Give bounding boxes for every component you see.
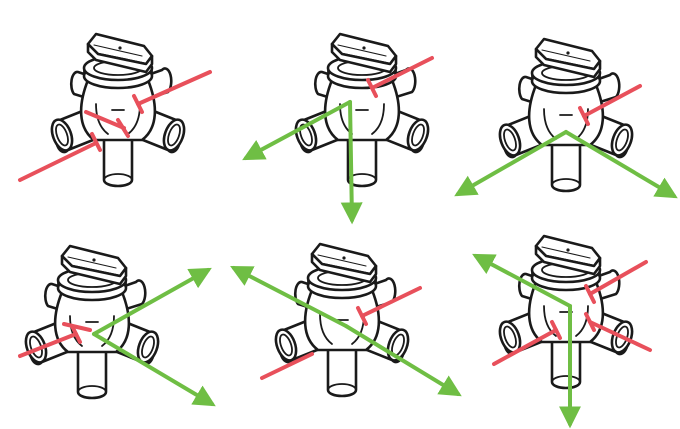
blocked-bar-left-4 [70, 324, 82, 344]
blocked-port-left-5 [260, 352, 314, 380]
blocked-bar-left-6 [550, 320, 562, 340]
blocked-port-center-1 [84, 110, 126, 130]
open-arrow-downright-4 [92, 332, 216, 407]
blocked-port-top-5 [360, 286, 422, 318]
blocked-port-right-6 [588, 320, 652, 352]
valve-panel-5 [230, 242, 462, 398]
valve-panel-1 [18, 32, 212, 188]
open-arrow-topleft-6 [472, 253, 572, 308]
blocked-port-left-6 [492, 328, 558, 366]
valve-body-5 [270, 242, 414, 398]
valve-body-3 [494, 37, 638, 193]
open-arrow-right-3 [564, 130, 678, 199]
flow-markers-6 [472, 253, 652, 429]
blocked-bar-right-6 [584, 312, 596, 332]
flow-markers-5 [230, 265, 462, 397]
blocked-port-top-6 [588, 260, 648, 296]
open-arrow-left-3 [454, 130, 568, 197]
blocked-bar-left-1 [90, 132, 102, 152]
valve-panel-2 [242, 32, 434, 225]
blocked-bar-top-5 [356, 306, 368, 326]
valve-body-4 [20, 244, 164, 400]
open-arrow-down-2 [340, 100, 363, 225]
blocked-port-back-1 [136, 70, 212, 106]
flow-markers-3 [454, 84, 678, 199]
valve-body-1 [46, 32, 190, 188]
flow-markers-1 [18, 70, 212, 182]
blocked-bar-top-2 [366, 78, 378, 98]
blocked-bar-back-1 [132, 94, 144, 114]
blocked-bar-top-6 [584, 284, 596, 304]
valve-panel-3 [454, 37, 678, 199]
open-arrow-left-2 [242, 100, 352, 161]
open-arrow-bottomright-5 [344, 324, 462, 397]
blocked-port-center-4 [62, 322, 92, 332]
valve-panel-4 [18, 244, 216, 407]
blocked-bar-center-1 [116, 118, 130, 138]
blocked-port-top-2 [370, 56, 434, 90]
flow-markers-4 [18, 267, 216, 407]
blocked-port-left-4 [18, 332, 78, 358]
blocked-port-left-1 [18, 141, 98, 182]
blocked-bar-top-3 [578, 106, 590, 126]
valve-body-6 [494, 234, 638, 390]
open-arrow-upright-4 [92, 267, 212, 336]
valve-body-2 [290, 32, 434, 188]
blocked-port-top-3 [582, 84, 642, 118]
flow-markers-2 [242, 56, 434, 225]
valve-panel-6 [472, 234, 652, 429]
open-arrow-topleft-5 [230, 265, 348, 328]
